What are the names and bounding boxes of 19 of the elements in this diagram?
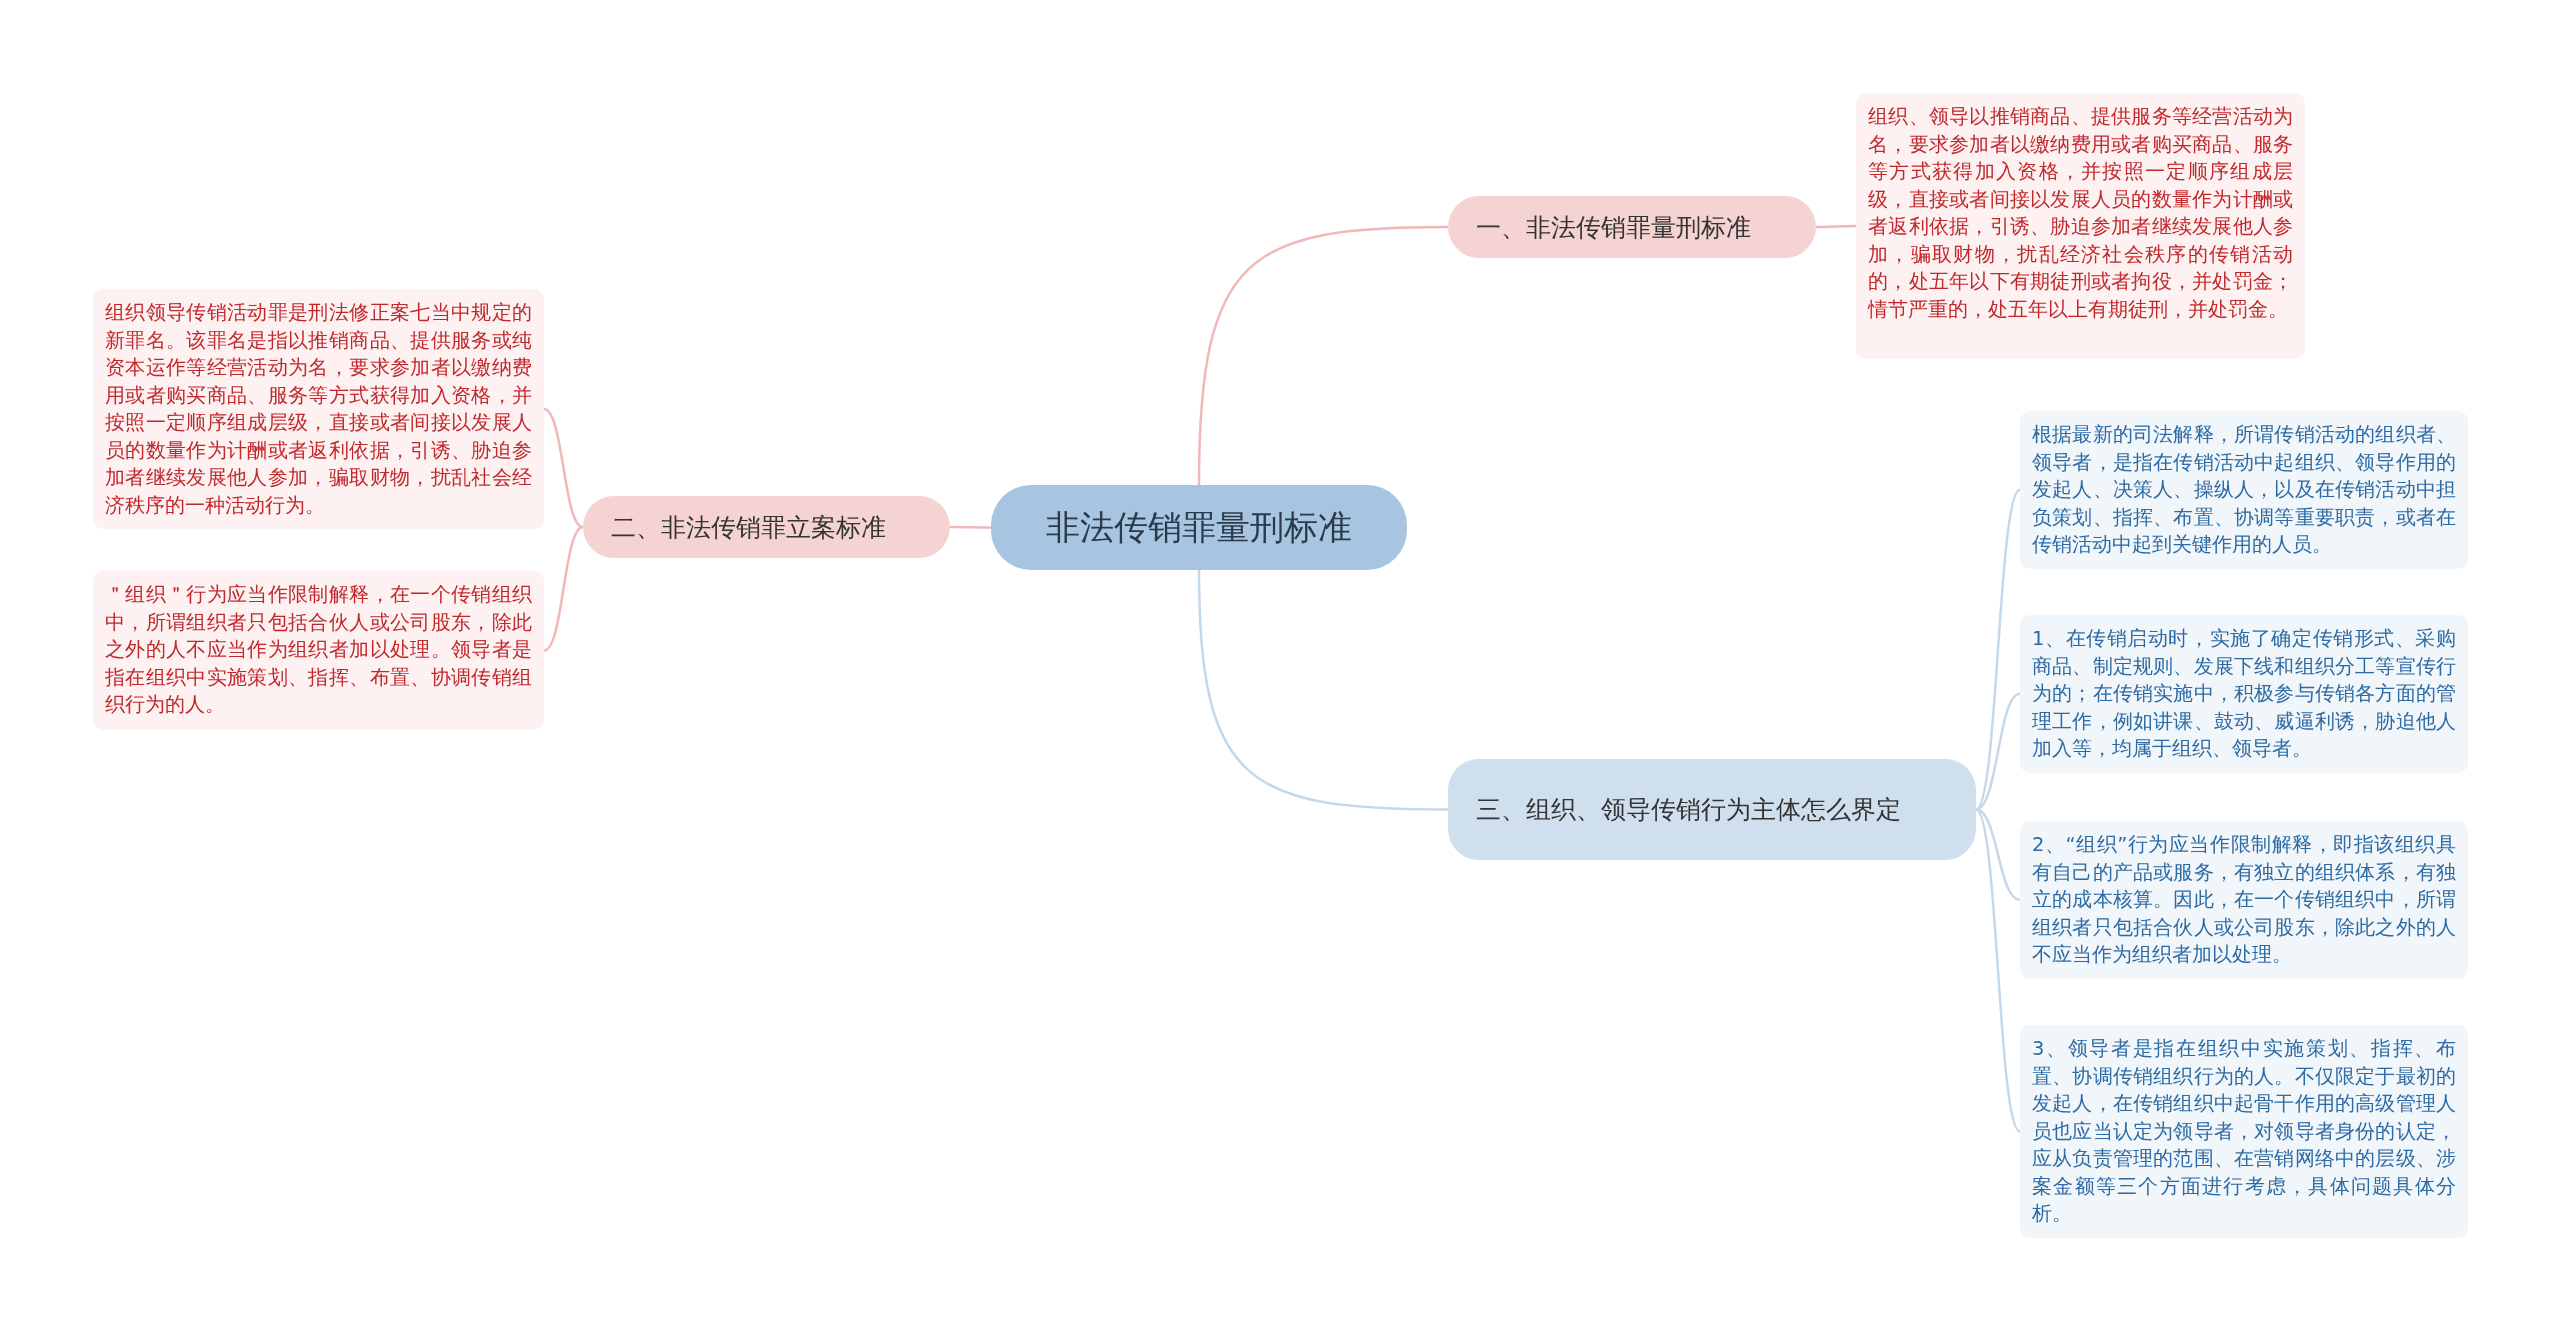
topic-pill: 三、组织、领导传销行为主体怎么界定 (1448, 759, 1976, 860)
text-card: 根据最新的司法解释，所谓传销活动的组织者、领导者，是指在传销活动中起组织、领导作用的发起人、决策人、操纵人，以及在传销活动中担负策划、指挥、布置、协调等重要职责，或者在传销活动中起到关键作用的人员。 (2020, 411, 2468, 569)
central-topic: 非法传销罪量刑标准 (991, 485, 1407, 570)
text-card: 1、在传销启动时，实施了确定传销形式、采购商品、制定规则、发展下线和组织分工等宣传行为的；在传销实施中，积极参与传销各方面的管理工作，例如讲课、鼓动、威逼利诱，胁迫他人加入等，均属于组织、领导者。 (2020, 615, 2468, 773)
connector-line (543, 407, 584, 529)
topic-pill: 一、非法传销罪量刑标准 (1448, 196, 1816, 258)
text-card: 3、领导者是指在组织中实施策划、指挥、布置、协调传销组织行为的人。不仅限定于最初的发起人，在传销组织中起骨干作用的高级管理人员也应当认定为领导者，对领导者身份的认定，应从负责管理的范围、在营销网络中的层级、涉案金额等三个方面进行考虑，具体问题具体分析。 (2020, 1025, 2468, 1238)
topic-pill: 二、非法传销罪立案标准 (583, 496, 950, 558)
connector-line (543, 525, 584, 652)
connector-line (1197, 569, 1448, 811)
text-card: 组织、领导以推销商品、提供服务等经营活动为名，要求参加者以缴纳费用或者购买商品、服务等方式获得加入资格，并按照一定顺序组成层级，直接或者间接以发展人员的数量作为计酬或者返利依据，引诱、胁迫参加者继续发展他人参加，骗取财物，扰乱经济社会秩序的传销活动的，处五年以下有期徒刑或者拘役，并处罚金；情节严重的，处五年以上有期徒刑，并处罚金。 (1856, 93, 2305, 359)
connector-line (1975, 488, 2021, 811)
text-card: ＂组织＂行为应当作限制解释，在一个传销组织中，所谓组织者只包括合伙人或公司股东，除此之外的人不应当作为组织者加以处理。领导者是指在组织中实施策划、指挥、布置、协调传销组织行为的人。 (93, 571, 544, 730)
text-card: 2、“组织”行为应当作限制解释，即指该组织具有自己的产品或服务，有独立的组织体系，有独立的成本核算。因此，在一个传销组织中，所谓组织者只包括合伙人或公司股东，除此之外的人不应当作为组织者加以处理。 (2020, 821, 2468, 979)
connector-line (1975, 808, 2021, 1133)
connector-line (1816, 224, 1856, 229)
text-card: 组织领导传销活动罪是刑法修正案七当中规定的新罪名。该罪名是指以推销商品、提供服务或纯资本运作等经营活动为名，要求参加者以缴纳费用或者购买商品、服务等方式获得加入资格，并按照一定顺序组成层级，直接或者间接以发展人员的数量作为计酬或者返利依据，引诱、胁迫参加者继续发展他人参加，骗取财物，扰乱社会经济秩序的一种活动行为。 (93, 289, 544, 529)
connector-line (1197, 225, 1448, 486)
connector-line (950, 525, 991, 529)
